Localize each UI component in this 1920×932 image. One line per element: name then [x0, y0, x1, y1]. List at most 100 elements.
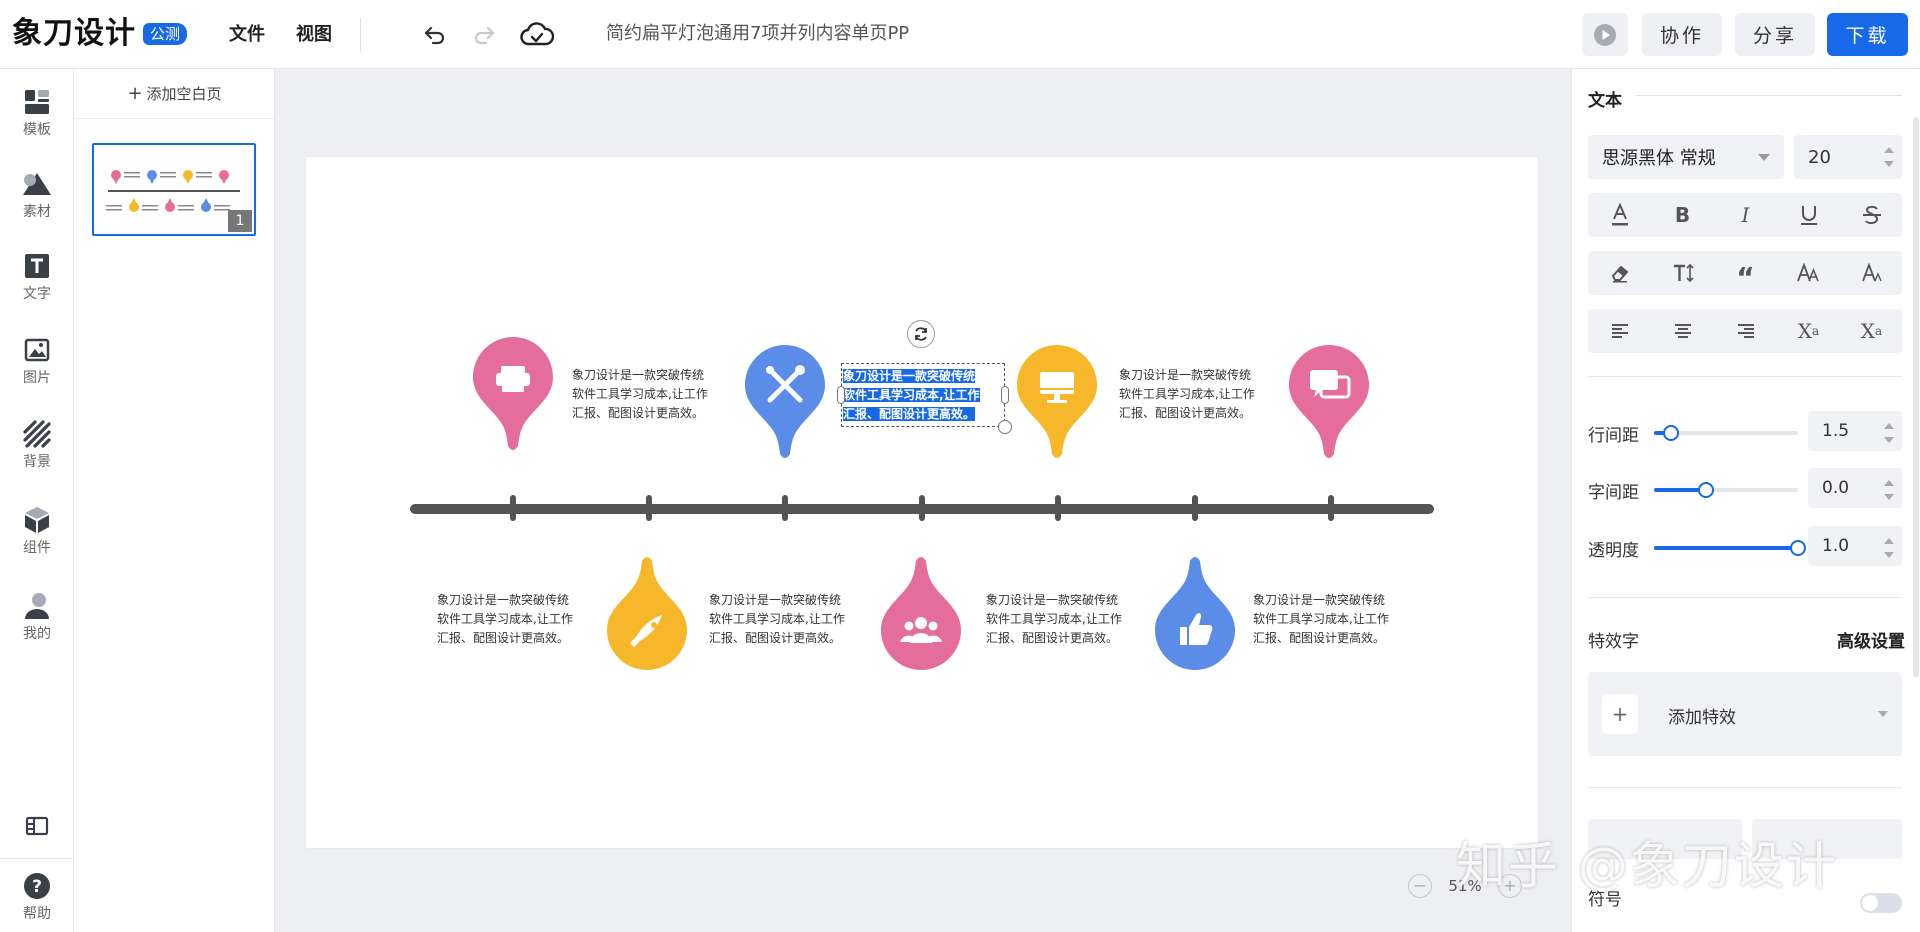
- selected-text-block[interactable]: 象刀设计是一款突破传统 软件工具学习成本,让工作 汇报、配图设计更高效。: [843, 369, 980, 421]
- eraser-icon[interactable]: [1588, 251, 1651, 295]
- slide-canvas[interactable]: 象刀设计是一款突破传统软件工具学习成本,让工作汇报、配图设计更高效。 象刀设计是…: [306, 157, 1538, 848]
- resize-handle-left[interactable]: [837, 386, 845, 404]
- stepper-icon[interactable]: [1884, 147, 1894, 167]
- slider-handle[interactable]: [1790, 540, 1806, 556]
- quote-icon[interactable]: “: [1736, 261, 1755, 294]
- align-left-icon[interactable]: [1588, 309, 1651, 353]
- add-effect-dropdown[interactable]: + 添加特效: [1588, 672, 1902, 756]
- bulb-blue-tools[interactable]: [744, 344, 826, 466]
- bulb-pink-chat[interactable]: [1288, 344, 1370, 466]
- bulb-caption-7[interactable]: 象刀设计是一款突破传统软件工具学习成本,让工作汇报、配图设计更高效。: [986, 593, 1122, 645]
- resize-handle-corner[interactable]: [998, 420, 1012, 434]
- rotate-handle[interactable]: [907, 320, 935, 348]
- download-button[interactable]: 下载: [1827, 13, 1908, 56]
- stepper-icon[interactable]: [1884, 480, 1894, 500]
- italic-icon[interactable]: I: [1741, 203, 1750, 227]
- bulb-caption-5[interactable]: 象刀设计是一款突破传统软件工具学习成本,让工作汇报、配图设计更高效。: [437, 593, 573, 645]
- help-button[interactable]: ? 帮助: [0, 869, 74, 932]
- team-icon: [900, 617, 942, 643]
- panel-toggle[interactable]: [0, 809, 74, 849]
- tools-icon: [767, 367, 803, 403]
- document-title[interactable]: 简约扁平灯泡通用7项并列内容单页PP: [606, 23, 910, 44]
- sidebar-item-components[interactable]: 组件: [0, 503, 74, 575]
- sidebar-item-text[interactable]: 文字: [0, 249, 74, 321]
- page-number-badge: 1: [228, 210, 252, 232]
- text-icon: [22, 251, 52, 281]
- panel-scrollbar[interactable]: [1913, 117, 1919, 677]
- plus-icon[interactable]: +: [1602, 694, 1638, 734]
- underline-icon[interactable]: [1777, 193, 1840, 237]
- timeline-tick: [1055, 495, 1061, 521]
- shapes-icon: [22, 169, 52, 199]
- bulb-blue-thumbsup[interactable]: [1154, 553, 1236, 675]
- menu-view[interactable]: 视图: [296, 24, 332, 45]
- bulb-caption-1[interactable]: 象刀设计是一款突破传统软件工具学习成本,让工作汇报、配图设计更高效。: [572, 368, 708, 420]
- add-effect-label: 添加特效: [1668, 708, 1736, 728]
- align-right-icon[interactable]: [1714, 309, 1777, 353]
- zoom-value[interactable]: 51%: [1448, 877, 1482, 895]
- zoom-out-button[interactable]: −: [1408, 874, 1432, 898]
- sidebar-item-mine[interactable]: 我的: [0, 589, 74, 661]
- rotate-icon: [915, 327, 927, 341]
- opacity-slider[interactable]: [1654, 540, 1806, 556]
- menu-file[interactable]: 文件: [229, 24, 265, 45]
- app-logo[interactable]: 象刀设计: [12, 16, 136, 51]
- svg-text:?: ?: [32, 877, 42, 897]
- sidebar-item-label: 模板: [23, 122, 51, 138]
- font-size-input[interactable]: 20: [1794, 135, 1902, 179]
- share-button[interactable]: 分享: [1735, 13, 1815, 56]
- letter-spacing-input[interactable]: 0.0: [1808, 468, 1902, 508]
- line-spacing-input[interactable]: 1.5: [1808, 411, 1902, 451]
- resize-handle-right[interactable]: [1001, 386, 1009, 404]
- stepper-icon[interactable]: [1884, 423, 1894, 443]
- sidebar-item-images[interactable]: 图片: [0, 333, 74, 405]
- timeline-tick: [1328, 495, 1334, 521]
- advanced-settings-link[interactable]: 高级设置: [1837, 632, 1905, 652]
- font-scale-icon[interactable]: [1777, 251, 1840, 295]
- component-icon: [22, 505, 52, 535]
- bulb-yellow-rocket[interactable]: [606, 553, 688, 675]
- zoom-in-button[interactable]: +: [1498, 874, 1522, 898]
- opacity-input[interactable]: 1.0: [1808, 526, 1902, 566]
- bulb-yellow-monitor[interactable]: [1016, 344, 1098, 466]
- play-button[interactable]: [1582, 13, 1628, 56]
- list-style-select[interactable]: [1588, 819, 1742, 859]
- font-shrink-icon[interactable]: [1840, 251, 1903, 295]
- text-height-icon[interactable]: [1651, 251, 1714, 295]
- line-spacing-slider[interactable]: [1654, 425, 1798, 441]
- sidebar-item-materials[interactable]: 素材: [0, 167, 74, 239]
- bulb-caption-6[interactable]: 象刀设计是一款突破传统软件工具学习成本,让工作汇报、配图设计更高效。: [709, 593, 845, 645]
- strikethrough-icon[interactable]: [1840, 193, 1903, 237]
- plus-icon: +: [127, 83, 143, 104]
- bulb-caption-8[interactable]: 象刀设计是一款突破传统软件工具学习成本,让工作汇报、配图设计更高效。: [1253, 593, 1389, 645]
- undo-icon[interactable]: [420, 20, 450, 50]
- divider: [0, 858, 74, 859]
- font-family-select[interactable]: 思源黑体 常规: [1588, 135, 1784, 179]
- background-icon: [22, 419, 52, 449]
- top-bar: 象刀设计 公测 文件 视图 简约扁平灯泡通用7项并列内容单页PP 协作 分享 下…: [0, 0, 1920, 69]
- font-color-icon[interactable]: [1588, 193, 1651, 237]
- add-blank-page-button[interactable]: + 添加空白页: [74, 69, 275, 119]
- symbol-toggle[interactable]: [1860, 893, 1902, 913]
- redo-icon[interactable]: [469, 20, 499, 50]
- bold-icon[interactable]: B: [1674, 203, 1691, 227]
- slider-handle[interactable]: [1697, 482, 1714, 498]
- align-center-icon[interactable]: [1651, 309, 1714, 353]
- letter-spacing-slider[interactable]: [1654, 482, 1798, 498]
- list-number-select[interactable]: [1752, 819, 1902, 859]
- sidebar-item-templates[interactable]: 模板: [0, 85, 74, 157]
- collaborate-button[interactable]: 协作: [1642, 13, 1722, 56]
- bulb-pink-printer[interactable]: [472, 336, 554, 458]
- sidebar-item-background[interactable]: 背景: [0, 417, 74, 489]
- cloud-save-icon[interactable]: [519, 20, 555, 50]
- bulb-caption-3[interactable]: 象刀设计是一款突破传统软件工具学习成本,让工作汇报、配图设计更高效。: [1119, 368, 1255, 420]
- slider-handle[interactable]: [1663, 425, 1680, 441]
- bulb-pink-team[interactable]: [880, 553, 962, 675]
- effect-text-label: 特效字: [1588, 632, 1639, 652]
- page-thumbnail[interactable]: 1: [92, 143, 256, 236]
- letter-spacing-value: 0.0: [1822, 478, 1850, 498]
- stepper-icon[interactable]: [1884, 538, 1894, 558]
- layout-icon: [22, 811, 52, 841]
